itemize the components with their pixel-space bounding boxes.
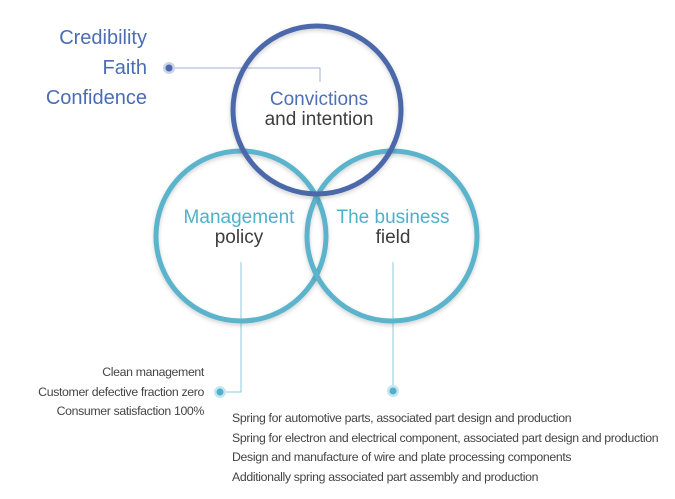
policy-item: Consumer satisfaction 100%: [57, 404, 205, 418]
business-item: Design and manufacture of wire and plate…: [232, 450, 571, 464]
policy-item: Customer defective fraction zero: [38, 385, 204, 399]
value-confidence: Confidence: [46, 87, 147, 109]
value-faith: Faith: [103, 57, 147, 79]
circle-left-subtitle: policy: [215, 227, 264, 248]
circle-top-subtitle: and intention: [265, 109, 374, 130]
dot-business-inner: [389, 387, 397, 395]
circle-convictions: [230, 23, 404, 197]
circle-right-title: The business: [336, 207, 449, 228]
dot-policy-inner: [216, 388, 224, 396]
policy-item: Clean management: [102, 365, 205, 379]
business-item: Additionally spring associated part asse…: [232, 470, 539, 484]
business-item: Spring for automotive parts, associated …: [232, 411, 572, 425]
business-item: Spring for electron and electrical compo…: [232, 431, 659, 445]
connector-policy: [222, 262, 242, 393]
dot-values-inner: [165, 64, 173, 72]
circle-left-title: Management: [184, 207, 296, 228]
circle-right-subtitle: field: [376, 227, 411, 248]
value-credibility: Credibility: [59, 27, 147, 49]
connector-values: [169, 67, 321, 82]
circle-top-title: Convictions: [270, 89, 368, 110]
